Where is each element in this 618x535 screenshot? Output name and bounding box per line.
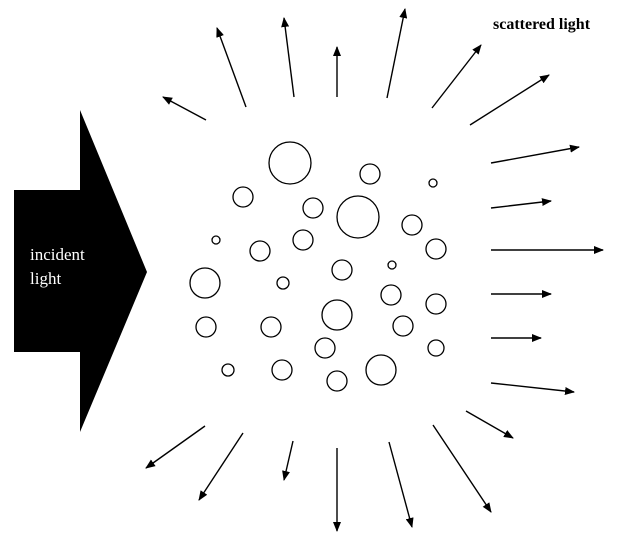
particle bbox=[321, 299, 353, 331]
particle bbox=[365, 354, 397, 386]
incident-light-arrow bbox=[14, 110, 147, 432]
particle bbox=[292, 229, 314, 251]
scattered-arrow-group bbox=[145, 8, 604, 532]
scattered-arrow bbox=[282, 440, 294, 481]
scattered-arrow bbox=[386, 8, 408, 99]
scattered-arrow bbox=[388, 441, 414, 528]
particle bbox=[232, 186, 254, 208]
scattered-arrow bbox=[431, 44, 482, 109]
scattered-arrow bbox=[198, 432, 244, 501]
particle bbox=[380, 284, 402, 306]
incident-label-line2: light bbox=[30, 269, 62, 288]
scattered-arrow bbox=[490, 198, 552, 209]
particle bbox=[221, 363, 235, 377]
particle bbox=[314, 337, 336, 359]
particle bbox=[195, 316, 217, 338]
scattered-light-label: scattered light bbox=[493, 16, 591, 33]
particle bbox=[271, 359, 293, 381]
particle bbox=[425, 293, 447, 315]
particle bbox=[331, 259, 353, 281]
particle-group bbox=[189, 141, 447, 392]
particle bbox=[401, 214, 423, 236]
particle bbox=[387, 260, 397, 270]
particle bbox=[260, 316, 282, 338]
particle bbox=[359, 163, 381, 185]
scattered-arrow bbox=[490, 382, 575, 396]
particle bbox=[425, 238, 447, 260]
particle bbox=[427, 339, 445, 357]
particle bbox=[336, 195, 380, 239]
particle bbox=[392, 315, 414, 337]
particle bbox=[428, 178, 438, 188]
particle bbox=[211, 235, 221, 245]
particle bbox=[268, 141, 312, 185]
incident-light-label: incident light bbox=[30, 243, 85, 291]
scattered-arrow bbox=[281, 17, 295, 98]
scattered-arrow bbox=[490, 144, 580, 164]
scattered-arrow bbox=[216, 27, 247, 108]
particle bbox=[276, 276, 290, 290]
particle bbox=[302, 197, 324, 219]
scattered-arrow bbox=[145, 425, 206, 469]
particle bbox=[326, 370, 348, 392]
scattered-arrow bbox=[432, 424, 492, 513]
particle bbox=[189, 267, 221, 299]
incident-label-line1: incident bbox=[30, 245, 85, 264]
scattered-arrow bbox=[469, 74, 550, 126]
particle bbox=[249, 240, 271, 262]
scattered-arrow bbox=[162, 96, 207, 121]
scattered-arrow bbox=[465, 410, 514, 439]
